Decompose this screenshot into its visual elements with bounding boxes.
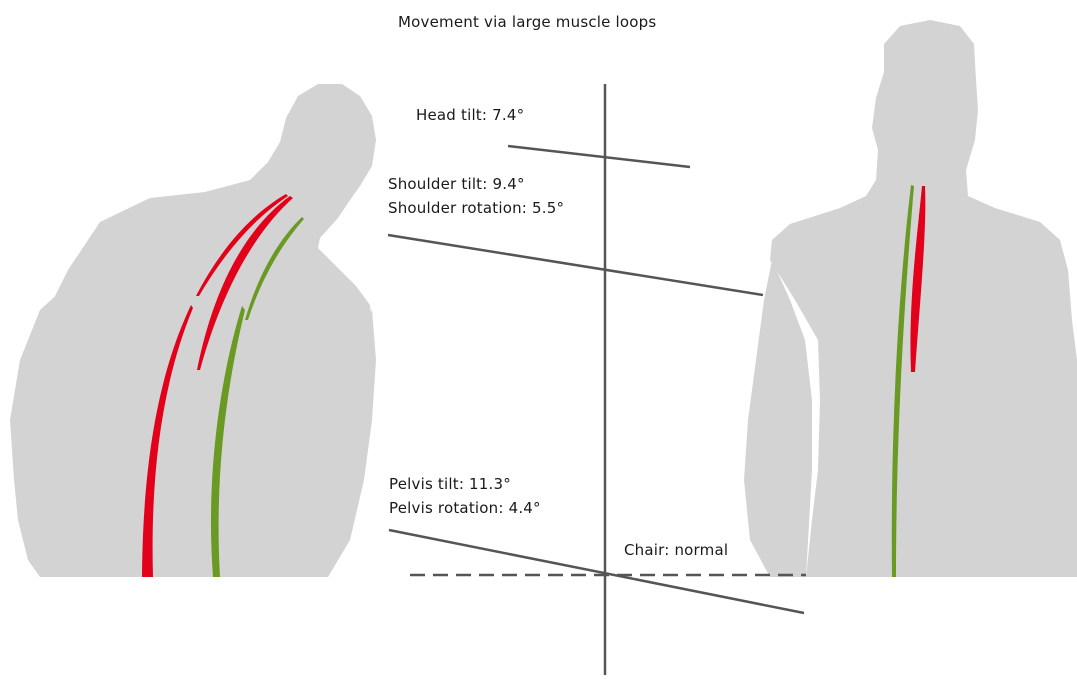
left-body-silhouette	[34, 84, 376, 577]
head-tilt-label: Head tilt: 7.4°	[416, 103, 524, 127]
pelvis-rotation-label: Pelvis rotation: 4.4°	[389, 496, 541, 520]
chair-label: Chair: normal	[624, 538, 728, 562]
shoulder-tilt-line	[388, 235, 763, 295]
head-tilt-line	[508, 146, 690, 167]
right-body-figure	[744, 20, 1077, 577]
shoulder-rotation-label: Shoulder rotation: 5.5°	[388, 196, 564, 220]
left-body-figure	[10, 84, 376, 577]
right-body-silhouette	[770, 20, 1077, 577]
shoulder-tilt-label: Shoulder tilt: 9.4°	[388, 172, 525, 196]
pelvis-tilt-line	[389, 530, 804, 613]
pelvis-tilt-label: Pelvis tilt: 11.3°	[389, 472, 511, 496]
diagram-title: Movement via large muscle loops	[398, 10, 656, 34]
